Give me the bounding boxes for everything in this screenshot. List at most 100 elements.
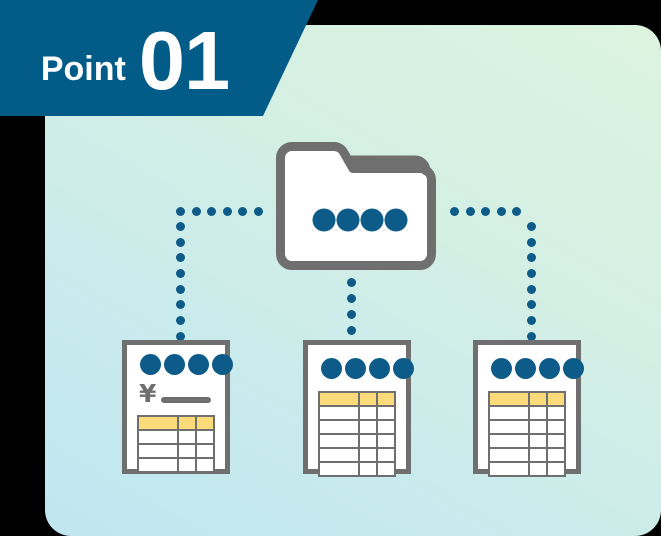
table-row xyxy=(318,405,397,421)
table-cell xyxy=(545,391,567,407)
blue-dot xyxy=(369,358,390,379)
table-cell xyxy=(357,447,378,463)
table-cell xyxy=(488,419,530,435)
connector-left-dot xyxy=(176,222,185,231)
document-spreadsheet-1-table xyxy=(318,391,397,477)
connector-left-dot xyxy=(176,207,185,216)
table-row xyxy=(137,457,216,473)
blue-dot xyxy=(393,358,414,379)
blue-dot xyxy=(164,354,185,375)
blue-dot xyxy=(539,358,560,379)
table-cell xyxy=(545,433,567,449)
table-cell xyxy=(357,391,378,407)
table-cell xyxy=(527,419,548,435)
table-row xyxy=(318,419,397,435)
connector-right-dot xyxy=(527,238,536,247)
table-cell xyxy=(318,433,360,449)
table-cell xyxy=(176,457,197,473)
table-cell xyxy=(357,433,378,449)
document-spreadsheet-2-dots xyxy=(491,358,584,379)
table-cell xyxy=(194,429,216,445)
blue-dot xyxy=(321,358,342,379)
table-cell xyxy=(357,461,378,477)
blue-dot xyxy=(345,358,366,379)
table-cell xyxy=(318,405,360,421)
table-cell xyxy=(375,391,397,407)
connector-right-dot xyxy=(512,207,521,216)
banner-label: Point xyxy=(40,50,126,88)
table-cell xyxy=(545,419,567,435)
connector-left-dot xyxy=(238,207,247,216)
table-cell xyxy=(375,405,397,421)
connector-left-dot xyxy=(176,316,185,325)
connector-right-dot xyxy=(466,207,475,216)
table-cell xyxy=(137,457,179,473)
table-cell xyxy=(375,433,397,449)
table-cell xyxy=(357,419,378,435)
table-cell xyxy=(527,433,548,449)
table-row xyxy=(137,429,216,445)
connector-left-dot xyxy=(207,207,216,216)
table-row xyxy=(318,461,397,477)
blue-dot xyxy=(140,354,161,375)
table-cell xyxy=(176,429,197,445)
folder-dots xyxy=(312,208,408,232)
table-row xyxy=(488,447,567,463)
connector-left-dot xyxy=(254,207,263,216)
connector-left-dot xyxy=(176,238,185,247)
document-spreadsheet-2 xyxy=(473,340,584,477)
blue-dot xyxy=(563,358,584,379)
blue-dot xyxy=(212,354,233,375)
connector-right-dot xyxy=(527,332,536,341)
table-header-row xyxy=(488,391,567,407)
table-cell xyxy=(194,415,216,431)
folder-icon xyxy=(276,142,436,270)
table-row xyxy=(318,433,397,449)
document-invoice-dots xyxy=(140,354,233,375)
table-header-row xyxy=(318,391,397,407)
table-header-row xyxy=(137,415,216,431)
table-cell xyxy=(194,457,216,473)
table-cell xyxy=(137,415,179,431)
connector-center-dot xyxy=(347,310,356,319)
banner-number: 01 xyxy=(138,13,230,107)
connector-right-dot xyxy=(527,300,536,309)
document-invoice: ¥ xyxy=(122,340,233,474)
table-cell xyxy=(488,433,530,449)
table-cell xyxy=(527,391,548,407)
blue-dot xyxy=(188,354,209,375)
connector-left-dot xyxy=(176,300,185,309)
table-cell xyxy=(318,447,360,463)
document-spreadsheet-1-dots xyxy=(321,358,414,379)
table-cell xyxy=(176,443,197,459)
connector-right-dot xyxy=(527,253,536,262)
connector-right-dot xyxy=(527,222,536,231)
table-row xyxy=(488,419,567,435)
table-cell xyxy=(545,405,567,421)
table-cell xyxy=(488,391,530,407)
table-cell xyxy=(137,443,179,459)
table-row xyxy=(488,433,567,449)
connector-center-dot xyxy=(347,278,356,287)
table-cell xyxy=(357,405,378,421)
connector-left-dot xyxy=(192,207,201,216)
table-cell xyxy=(375,419,397,435)
table-cell xyxy=(545,461,567,477)
connector-right-dot xyxy=(497,207,506,216)
connector-left-dot xyxy=(176,332,185,341)
table-cell xyxy=(318,419,360,435)
table-cell xyxy=(488,405,530,421)
table-cell xyxy=(527,461,548,477)
table-cell xyxy=(318,461,360,477)
table-cell xyxy=(488,461,530,477)
table-row xyxy=(488,405,567,421)
table-cell xyxy=(527,447,548,463)
connector-left-dot xyxy=(223,207,232,216)
table-row xyxy=(488,461,567,477)
connector-right-dot xyxy=(481,207,490,216)
table-cell xyxy=(194,443,216,459)
table-row xyxy=(137,443,216,459)
table-cell xyxy=(375,461,397,477)
connector-right-dot xyxy=(527,316,536,325)
connector-center-dot xyxy=(347,294,356,303)
